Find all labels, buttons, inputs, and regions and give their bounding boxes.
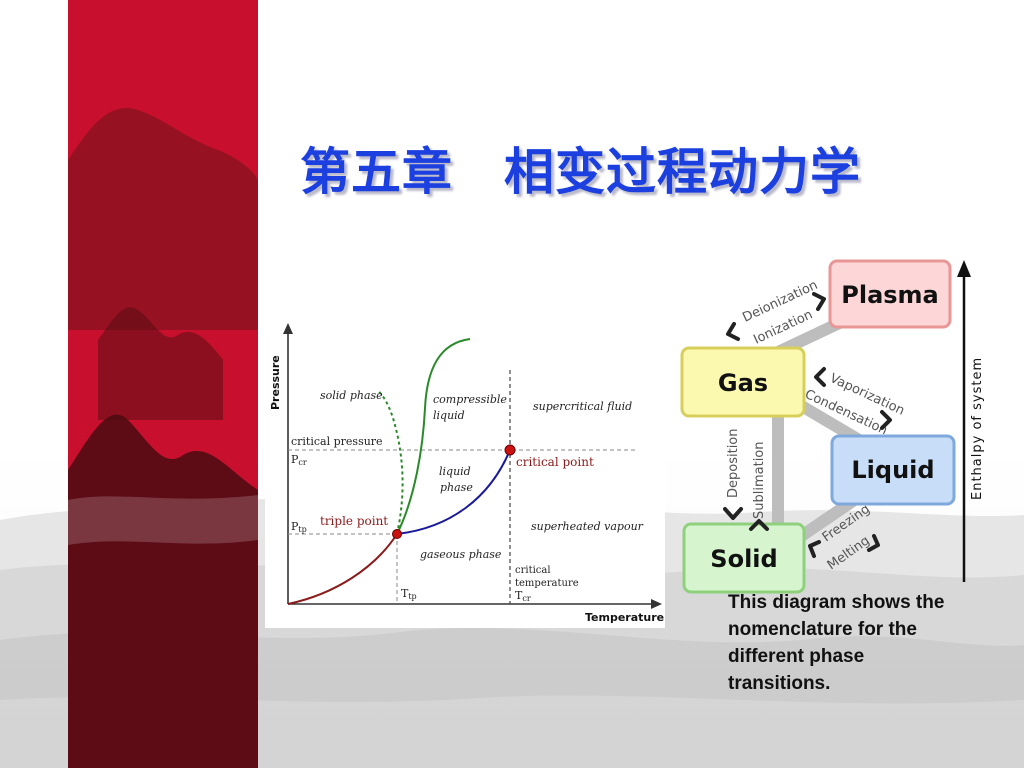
melting-curve <box>396 338 471 535</box>
y-axis-arrow <box>283 323 293 334</box>
pcr-label-main: P <box>291 453 299 466</box>
solid-box-bg <box>682 522 806 594</box>
phase-diagram: Pressure Temperature solid phase compres… <box>265 318 665 628</box>
plasma-label: Plasma <box>841 281 939 309</box>
plasma-box-bg <box>828 259 952 329</box>
melting-arrow-icon <box>867 534 880 552</box>
gas-label: Gas <box>718 369 768 397</box>
supercritical-fluid-label: supercritical fluid <box>533 400 632 413</box>
solid-phase-label: solid phase <box>320 389 383 402</box>
ptp-label-sub: tp <box>298 525 306 534</box>
triple-point-marker <box>392 529 402 539</box>
enthalpy-axis-label: Enthalpy of system <box>970 357 985 500</box>
liquid-box-bg <box>830 434 956 506</box>
freezing-arrow-icon <box>808 540 821 558</box>
sublimation-curve <box>287 533 398 605</box>
ptp-label-main: P <box>291 520 299 533</box>
ionization-arrow-icon <box>812 292 826 311</box>
tcr-label-main: T <box>515 589 523 602</box>
solid-label: Solid <box>710 545 777 573</box>
panel-peak-2 <box>98 307 223 420</box>
pcr-label: Pcr <box>291 453 307 467</box>
slide-title: 第五章 相变过程动力学 <box>300 143 861 201</box>
anomalous-melting-curve <box>376 389 404 535</box>
panel-mist <box>68 495 258 545</box>
solid-box: Solid <box>682 522 806 594</box>
deionization-arrow-icon <box>726 322 740 341</box>
gaseous-phase-label: gaseous phase <box>420 548 502 561</box>
enthalpy-axis-arrow-icon <box>957 260 971 277</box>
y-axis-label: Pressure <box>269 355 282 410</box>
liquid-label: Liquid <box>851 456 934 484</box>
panel-peak-3 <box>68 414 258 768</box>
ttp-label-sub: tp <box>408 592 416 601</box>
compressible-liquid-label-1: compressible <box>433 393 507 406</box>
sublimation-label: Sublimation <box>752 442 767 520</box>
transitions-diagram: Plasma Gas Liquid Solid Deionization Ion… <box>680 259 985 594</box>
panel-peak-1 <box>68 108 258 330</box>
tcr-label-sub: cr <box>522 594 530 603</box>
pcr-label-sub: cr <box>298 458 306 467</box>
ttp-label-main: T <box>401 587 409 600</box>
critical-point-label: critical point <box>516 455 594 469</box>
critical-temperature-label-2: temperature <box>515 578 579 589</box>
vaporization-arrow-icon <box>814 367 826 387</box>
tcr-label: Tcr <box>515 589 531 603</box>
superheated-vapour-label: superheated vapour <box>531 520 644 533</box>
transition-arrows <box>723 292 892 558</box>
compressible-liquid-label-2: liquid <box>433 409 465 422</box>
ttp-label: Ttp <box>401 587 417 601</box>
critical-pressure-label: critical pressure <box>291 435 383 448</box>
vaporization-curve <box>396 449 511 535</box>
liquid-box: Liquid <box>830 434 956 506</box>
critical-point-marker <box>504 444 516 456</box>
x-axis-arrow <box>651 599 662 609</box>
condensation-arrow-icon <box>880 410 892 430</box>
gas-box-bg <box>680 346 806 418</box>
x-axis-label: Temperature <box>585 611 664 624</box>
sublimation-arrow-icon <box>749 519 769 531</box>
deposition-label: Deposition <box>726 428 741 498</box>
diagram-caption: This diagram shows the nomenclature for … <box>728 592 945 694</box>
ptp-label: Ptp <box>291 520 307 534</box>
red-panel <box>68 0 258 768</box>
triple-point-label: triple point <box>320 514 388 528</box>
deposition-arrow-icon <box>723 507 743 520</box>
gas-box: Gas <box>680 346 806 418</box>
critical-temperature-label-1: critical <box>515 565 551 576</box>
phase-diagram-axes <box>287 330 657 605</box>
liquid-phase-label-2: phase <box>440 481 473 494</box>
plasma-box: Plasma <box>828 259 952 329</box>
liquid-phase-label-1: liquid <box>439 465 471 478</box>
